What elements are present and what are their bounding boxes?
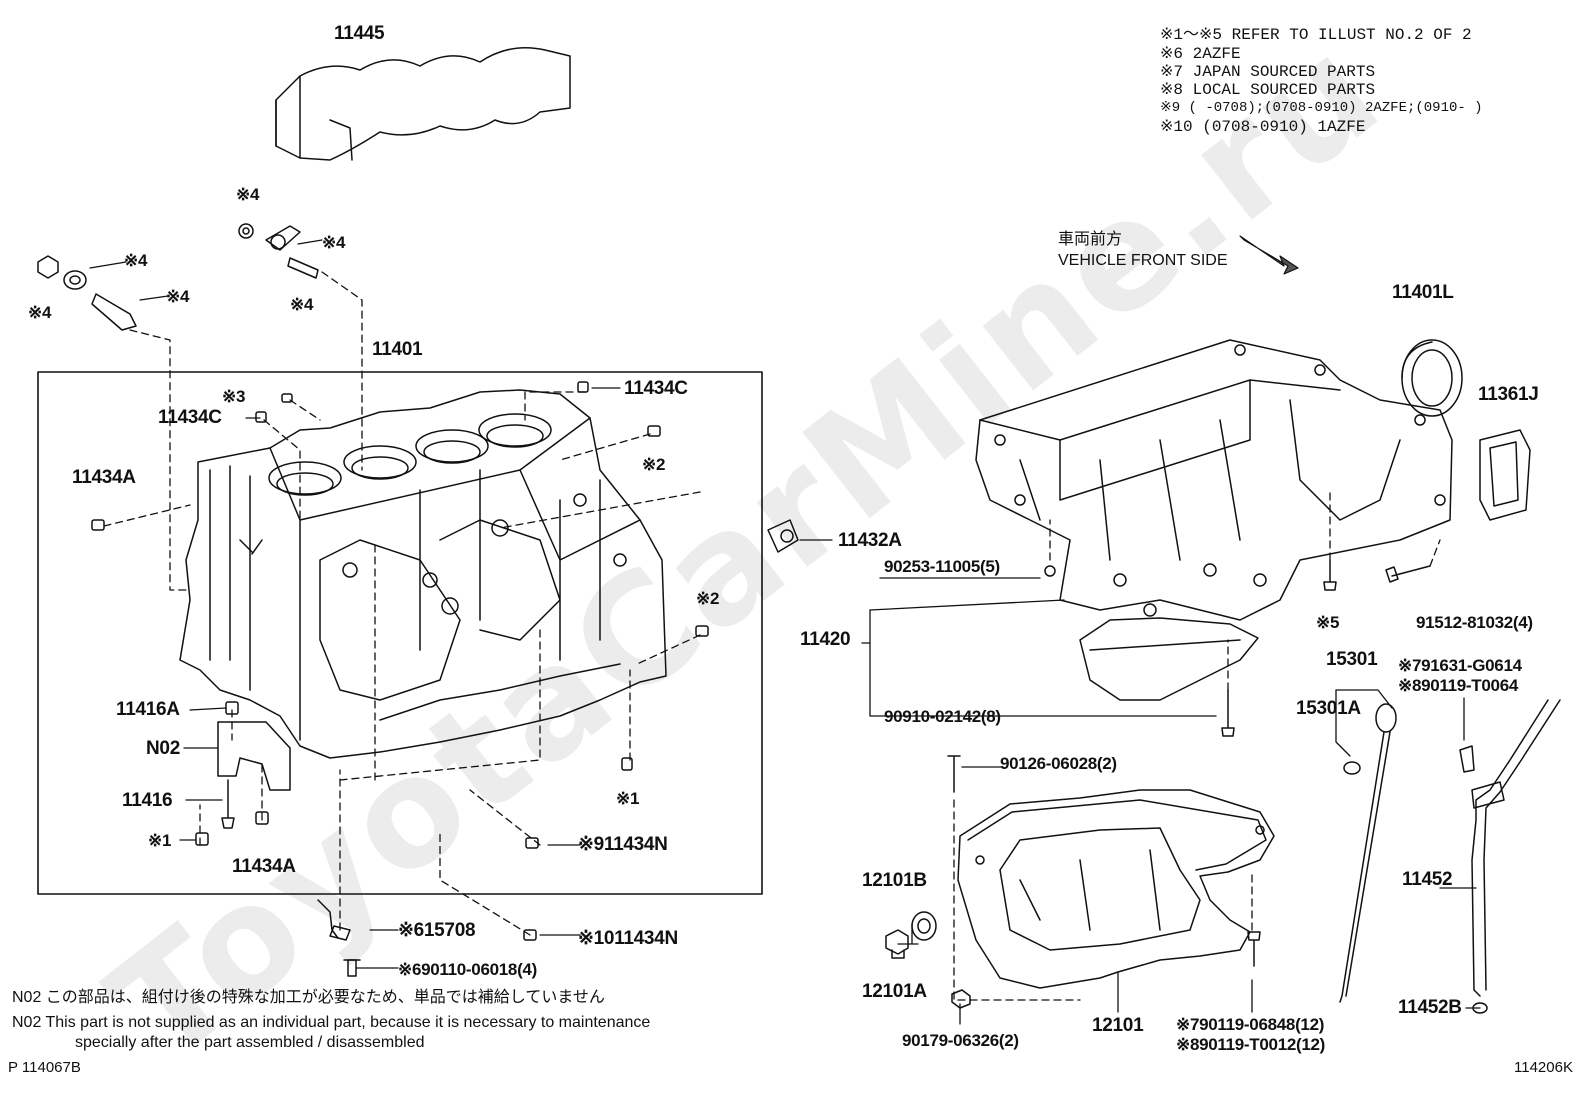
label-90910-02142[interactable]: 90910-02142(8) — [884, 707, 1001, 726]
label-ref-4: ※4 — [290, 295, 314, 314]
label-90119-T0012[interactable]: ※890119-T0012(12) — [1176, 1035, 1326, 1054]
label-11434N-9[interactable]: ※911434N — [578, 834, 668, 855]
label-11420[interactable]: 11420 — [800, 629, 851, 650]
label-91512-81032[interactable]: 91512-81032(4) — [1416, 613, 1533, 632]
label-11452B[interactable]: 11452B — [1398, 997, 1462, 1018]
label-11434C-right[interactable]: 11434C — [624, 378, 688, 399]
part-12101-oil-pan — [957, 789, 1275, 989]
block-frame — [37, 371, 763, 895]
label-ref-2: ※2 — [642, 455, 666, 474]
part-11452B-ring — [1472, 1002, 1488, 1014]
label-90179-06326[interactable]: 90179-06326(2) — [902, 1031, 1019, 1050]
label-90119-06848[interactable]: ※790119-06848(12) — [1176, 1015, 1325, 1034]
note-line: ※9 ( -0708);(0708-0910) 2AZFE;(0910- ) — [1160, 100, 1483, 116]
direction-en: VEHICLE FRONT SIDE — [1058, 252, 1228, 269]
label-15708[interactable]: ※615708 — [398, 920, 476, 941]
part-11452-guide — [1459, 699, 1561, 997]
note-line: ※7 JAPAN SOURCED PARTS — [1160, 63, 1376, 81]
part-11361J-cover — [1479, 429, 1531, 521]
label-ref-4: ※4 — [236, 185, 260, 204]
label-15301A[interactable]: 15301A — [1296, 698, 1361, 719]
label-N02[interactable]: N02 — [146, 738, 180, 759]
label-ref-3: ※3 — [222, 387, 246, 406]
label-ref-2: ※2 — [696, 589, 720, 608]
part-15301A-ring — [1343, 761, 1361, 775]
label-11434A-left[interactable]: 11434A — [72, 467, 136, 488]
part-90179-nut — [951, 989, 971, 1009]
part-11401-cylinder-block — [179, 389, 667, 759]
label-ref-4: ※4 — [322, 233, 346, 252]
part-11445-insulator — [275, 47, 571, 161]
footnote-en-2: specially after the part assembled / dis… — [75, 1034, 425, 1051]
leader-dashed-right — [953, 489, 1441, 1001]
label-11432A[interactable]: 11432A — [838, 530, 902, 551]
direction-jp: 車両前方 — [1058, 231, 1123, 248]
label-ref-4: ※4 — [166, 287, 190, 306]
label-11445[interactable]: 11445 — [334, 23, 385, 44]
label-15301[interactable]: 15301 — [1326, 649, 1378, 670]
note-line: ※10 (0708-0910) 1AZFE — [1160, 118, 1366, 136]
label-ref-1: ※1 — [148, 831, 172, 850]
label-90119-T0064[interactable]: ※890119-T0064 — [1398, 676, 1518, 695]
label-ref-5: ※5 — [1316, 613, 1340, 632]
hardware-top-left — [37, 223, 319, 331]
part-12101A-plug — [885, 929, 909, 959]
illustration-code-left: P 114067B — [8, 1059, 81, 1076]
front-arrow — [1239, 235, 1299, 275]
part-15708 — [317, 899, 361, 977]
label-12101B[interactable]: 12101B — [862, 870, 927, 891]
label-11401L[interactable]: 11401L — [1392, 282, 1454, 303]
label-90110-06018[interactable]: ※690110-06018(4) — [398, 960, 537, 979]
leader-lines-right — [861, 577, 1481, 1025]
label-12101[interactable]: 12101 — [1092, 1015, 1144, 1036]
leader-lines-small — [89, 239, 833, 969]
label-11452[interactable]: 11452 — [1402, 869, 1453, 890]
label-11416A[interactable]: 11416A — [116, 699, 180, 720]
note-line: ※6 2AZFE — [1160, 45, 1241, 63]
label-11401[interactable]: 11401 — [372, 339, 423, 360]
note-line: ※8 LOCAL SOURCED PARTS — [1160, 81, 1376, 99]
part-11401L-seal — [1401, 339, 1463, 417]
label-11416[interactable]: 11416 — [122, 790, 173, 811]
part-11420-crankcase — [975, 339, 1453, 701]
label-12101A[interactable]: 12101A — [862, 981, 927, 1002]
label-11361J[interactable]: 11361J — [1478, 384, 1539, 405]
label-11434N-10[interactable]: ※1011434N — [578, 928, 678, 949]
label-11434A-bottom[interactable]: 11434A — [232, 856, 296, 877]
label-11434C-left[interactable]: 11434C — [158, 407, 222, 428]
illustration-code-right: 114206K — [1514, 1059, 1573, 1076]
bolt-90119 — [1247, 931, 1261, 967]
note-line: ※1～※5 REFER TO ILLUST NO.2 OF 2 — [1160, 26, 1472, 44]
label-ref-1: ※1 — [616, 789, 640, 808]
label-90253-11005[interactable]: 90253-11005(5) — [884, 557, 1000, 576]
label-90126-06028[interactable]: 90126-06028(2) — [1000, 754, 1117, 773]
part-15301-dipstick — [1339, 703, 1397, 1003]
part-N02-bearing-cap — [217, 721, 291, 829]
part-12101B-gasket — [911, 911, 937, 941]
label-ref-4: ※4 — [28, 303, 52, 322]
bolts-right — [947, 559, 1431, 793]
label-ref-4: ※4 — [124, 251, 148, 270]
label-91631-G0614[interactable]: ※791631-G0614 — [1398, 656, 1522, 675]
footnote-jp: N02 この部品は、組付け後の特殊な加工が必要なため、単品では補給していません — [12, 989, 605, 1006]
footnote-en-1: N02 This part is not supplied as an indi… — [12, 1014, 651, 1031]
block-plugs — [91, 381, 799, 941]
